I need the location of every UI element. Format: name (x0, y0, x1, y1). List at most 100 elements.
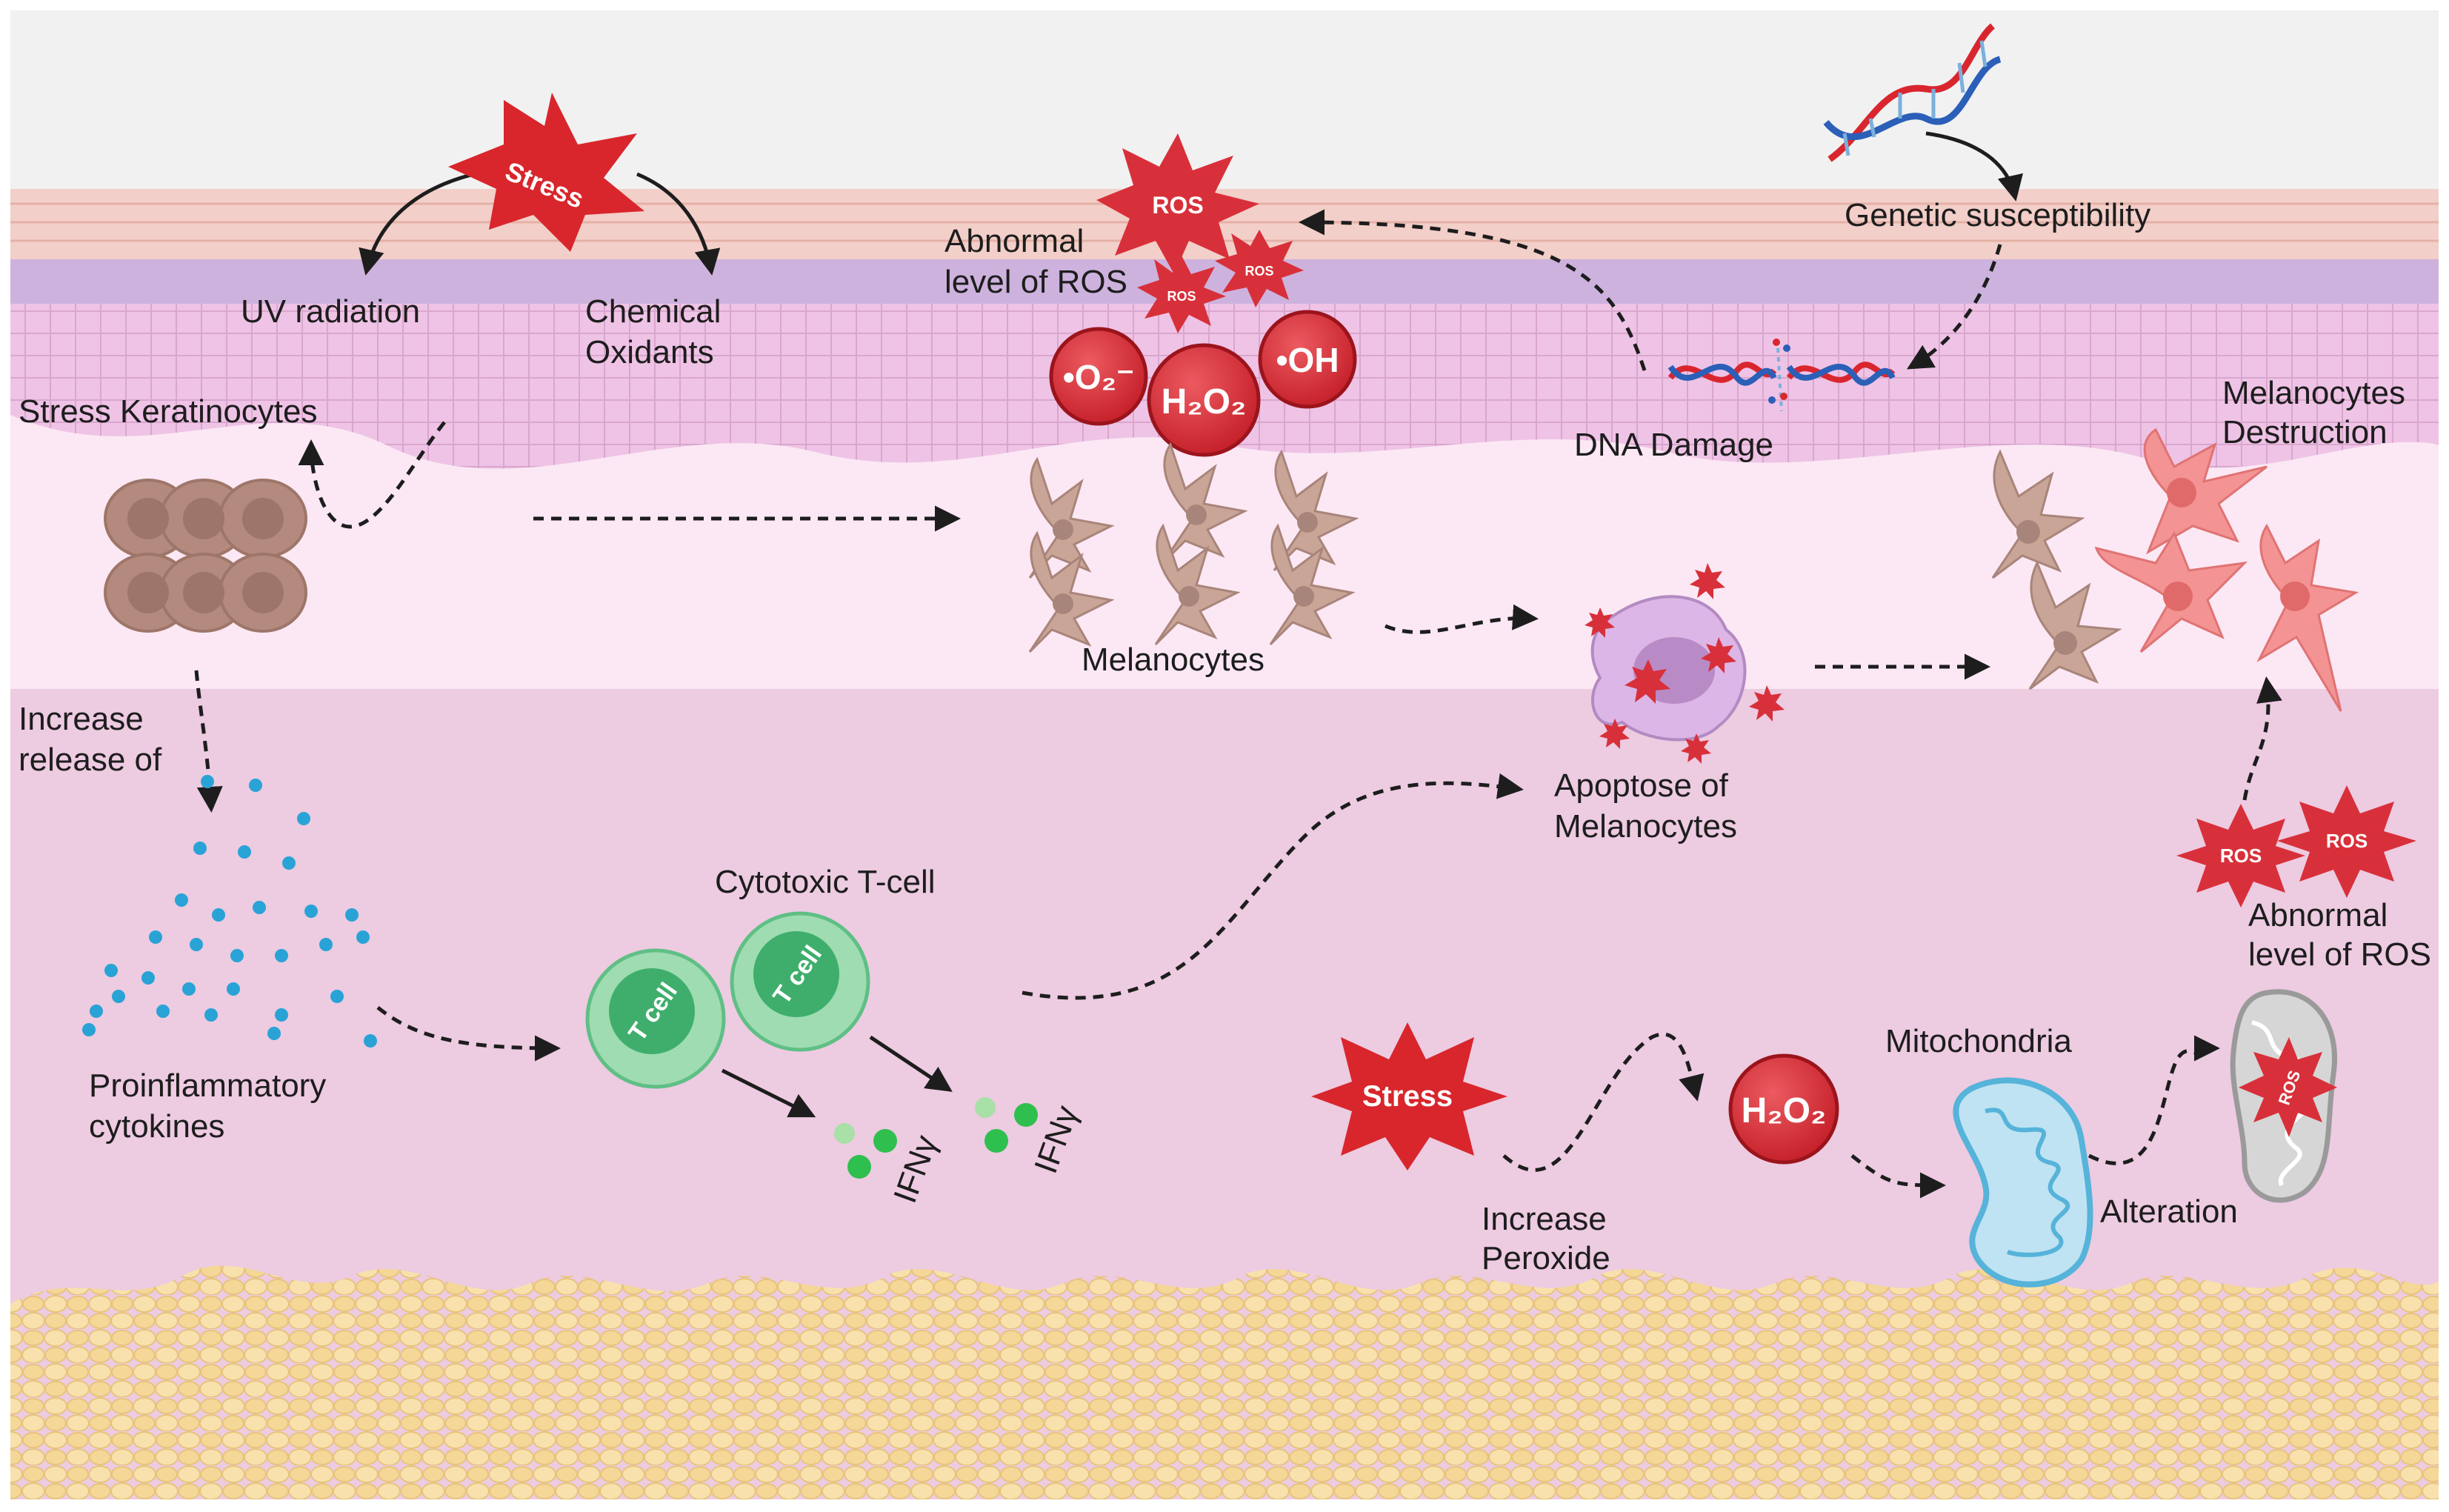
superoxide-molecule: •O₂⁻ (1049, 327, 1148, 426)
cytokine-dot-icon (90, 1005, 103, 1018)
ros-burst-icon (1215, 230, 1304, 307)
h2o2-top-label: H₂O₂ (1162, 382, 1247, 422)
chemical-oxidants-label-2: Oxidants (585, 334, 714, 370)
ros-small-label: ROS (1167, 289, 1196, 304)
arrow-keratinocytes-to-stress-label (298, 421, 446, 529)
cytokine-dot-icon (156, 1005, 170, 1018)
ros-large-label: ROS (1152, 192, 1203, 219)
destroyed-melanocyte-icon (2256, 524, 2359, 712)
ifn-group-2: IFNγ (975, 1097, 1085, 1178)
destroyed-melanocyte-icon (2094, 530, 2248, 653)
ros-right-label-1: ROS (2220, 845, 2262, 867)
ifn-dot-icon (847, 1155, 871, 1179)
melanocytes-destruction-label-1: Melanocytes (2222, 375, 2405, 411)
ros-burst-icon (1137, 256, 1226, 333)
ros-burst-icon (2277, 785, 2416, 898)
melanocytes-label: Melanocytes (1082, 642, 1265, 678)
ifn-dot-icon (834, 1123, 855, 1144)
cytokine-dot-icon (201, 775, 214, 788)
cytokine-dot-icon (238, 845, 251, 859)
melanocyte-group (1028, 442, 1359, 653)
arrow-tcell1-to-ifn (721, 1068, 816, 1118)
arrow-dna-helix-to-genetic (1925, 131, 2023, 202)
dermis-upper (10, 415, 2439, 689)
damaged-mitochondrion-icon: ROS (2230, 989, 2337, 1203)
arrow-keratinocytes-to-cytokines (194, 670, 223, 813)
hydroxyl-molecule: •OH (1258, 310, 1357, 409)
cytokine-dot-icon (282, 856, 296, 870)
arrow-cytokines-to-tcell (376, 1006, 561, 1062)
cytokine-dot-icon (345, 908, 359, 922)
chemical-oxidants-label-1: Chemical (585, 293, 721, 330)
ros-burst-large: ROS (1096, 133, 1259, 274)
keratinocyte-cluster-icon (104, 479, 307, 633)
cytokine-dot-icon (275, 1008, 288, 1022)
cytokine-dot-icon (356, 930, 370, 944)
cytokine-cloud (82, 775, 377, 1048)
ros-burst-small-1: ROS (1137, 256, 1226, 333)
ros-burst-right-1: ROS (2176, 804, 2305, 907)
abnormal-ros-right-label-2: level of ROS (2248, 936, 2431, 973)
ifn-dot-icon (984, 1129, 1008, 1153)
h2o2-icon (1728, 1053, 1839, 1165)
melanocyte-icon (1162, 442, 1248, 564)
hydroxyl-label: •OH (1276, 341, 1339, 379)
cytokine-dot-icon (193, 842, 207, 855)
arrow-mitochondria-to-damaged (2088, 1035, 2220, 1165)
cytokine-dot-icon (182, 982, 196, 996)
cytokine-dot-icon (319, 938, 333, 951)
cytokine-dot-icon (190, 938, 203, 951)
arrow-tcell-to-apoptosis (1022, 773, 1524, 1000)
melanocyte-destruction-group (1991, 427, 2359, 712)
arrow-stress-to-uv (359, 172, 475, 276)
melanocyte-icon (1154, 523, 1241, 646)
mitochondria-label: Mitochondria (1885, 1023, 2072, 1059)
arrow-melanocytes-to-apoptosis (1385, 604, 1539, 634)
increase-peroxide-label-1: Increase (1482, 1201, 1607, 1237)
apoptose-label-1: Apoptose of (1554, 767, 1729, 804)
hydrogen-peroxide-molecule: H₂O₂ (1147, 343, 1261, 457)
ros-small-label: ROS (1245, 264, 1273, 279)
arrow-ros-to-destruction (2242, 676, 2282, 801)
melanocyte-icon (1028, 456, 1115, 579)
melanocytes-destruction-label-2: Destruction (2222, 414, 2388, 450)
destroyed-melanocyte-icon (2143, 427, 2268, 555)
cytokine-dot-icon (297, 812, 310, 825)
ifn-dot-icon (1014, 1103, 1038, 1127)
cytokine-dot-icon (249, 779, 262, 792)
apoptotic-cell-icon (1585, 563, 1785, 764)
stress-burst-top: Stress (448, 93, 644, 252)
h2o2-bottom-label: H₂O₂ (1742, 1091, 1827, 1130)
melanocyte-icon (1273, 449, 1359, 572)
ros-burst-icon (2239, 1037, 2337, 1137)
arrows (194, 131, 2282, 1199)
cytokine-dot-icon (212, 908, 225, 922)
ros-burst-icon (2176, 804, 2305, 907)
dna-helix-icon (1823, 23, 2002, 162)
increase-release-label-1: Increase (19, 701, 144, 737)
cytokine-dot-icon (149, 930, 162, 944)
cytokine-dot-icon (304, 905, 318, 918)
cytokine-dot-icon (175, 893, 188, 907)
cytokine-dot-icon (104, 964, 118, 977)
arrow-dna-to-ros (1299, 209, 1647, 371)
melanocyte-icon (1269, 523, 1356, 646)
superoxide-label: •O₂⁻ (1063, 358, 1135, 396)
hydroxyl-icon (1258, 310, 1357, 409)
cytokine-dot-icon (330, 990, 344, 1003)
tcell-1: T cell (585, 948, 726, 1089)
melanocyte-icon (1028, 530, 1115, 653)
apoptose-label-2: Melanocytes (1554, 808, 1737, 845)
ifn-group-1: IFNγ (834, 1123, 944, 1208)
increase-release-label-2: release of (19, 742, 162, 778)
ros-burst-icon (1096, 133, 1259, 274)
arrow-genetic-to-dna-damage (1906, 244, 2002, 370)
melanocyte-icon (2028, 560, 2122, 690)
stress-bottom-label: Stress (1362, 1080, 1453, 1113)
ros-burst-right-2: ROS (2277, 785, 2416, 898)
proinflammatory-label-1: Proinflammatory (89, 1068, 326, 1104)
stress-burst-icon (448, 93, 644, 252)
cytokine-dot-icon (230, 949, 244, 962)
